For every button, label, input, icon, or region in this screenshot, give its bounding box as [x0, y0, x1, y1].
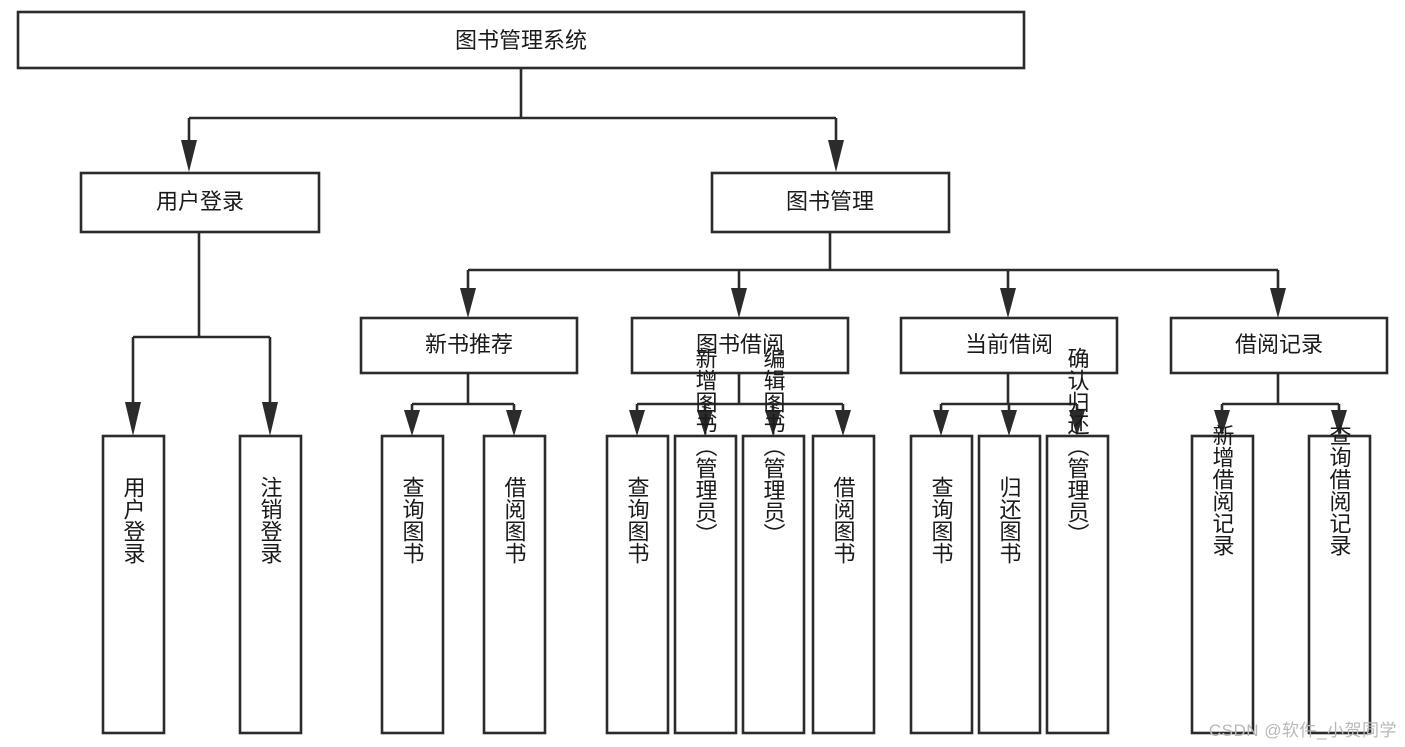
new-book-recommend-label: 新书推荐	[425, 332, 513, 357]
node-leaf-query-record[interactable]: 查询借阅记录	[1307, 424, 1372, 735]
leaf-borrow-book-1-box[interactable]	[482, 434, 547, 735]
book-manage-box[interactable]	[710, 171, 951, 234]
leaf-add-record-label: 新增借阅记录	[1210, 424, 1235, 556]
arrow-to-leaf-query-record	[1331, 410, 1347, 436]
node-book-borrow[interactable]: 图书借阅	[630, 316, 850, 375]
node-leaf-return-book[interactable]: 归还图书	[977, 434, 1042, 735]
leaf-query-record-label: 查询借阅记录	[1327, 424, 1352, 556]
borrow-record-label: 借阅记录	[1235, 332, 1323, 357]
node-new-book-recommend[interactable]: 新书推荐	[359, 316, 579, 375]
node-leaf-add-record[interactable]: 新增借阅记录	[1190, 424, 1255, 735]
leaf-logout-login-label: 注销登录	[258, 476, 283, 564]
arrow-to-leaf-add-book	[697, 410, 713, 436]
arrow-to-leaf-confirm-return	[1069, 410, 1085, 436]
node-leaf-borrow-book-1[interactable]: 借阅图书	[482, 434, 547, 735]
node-current-borrow[interactable]: 当前借阅	[899, 316, 1119, 375]
node-leaf-confirm-return[interactable]: 确认归还（管理员）	[1045, 347, 1110, 735]
arrow-to-leaf-query-book-1	[404, 410, 420, 436]
arrow-to-leaf-return-book	[1001, 410, 1017, 436]
node-leaf-borrow-book-2[interactable]: 借阅图书	[811, 434, 876, 735]
leaf-add-book-box[interactable]	[673, 434, 738, 735]
borrow-record-box[interactable]	[1169, 316, 1389, 375]
node-leaf-query-book-2[interactable]: 查询图书	[605, 434, 670, 735]
node-leaf-add-book[interactable]: 新增图书（管理员）	[673, 347, 738, 735]
arrow-to-book-manage	[828, 140, 844, 172]
user-login-box[interactable]	[79, 171, 321, 234]
leaf-query-book-2-box[interactable]	[605, 434, 670, 735]
arrow-to-borrow-record	[1270, 288, 1286, 318]
leaf-add-book-label: 新增图书（管理员）	[693, 347, 718, 545]
leaf-return-book-box[interactable]	[977, 434, 1042, 735]
book-manage-label: 图书管理	[786, 189, 874, 214]
leaf-query-record-box[interactable]	[1307, 434, 1372, 735]
current-borrow-label: 当前借阅	[965, 332, 1053, 357]
arrow-to-leaf-user-login	[125, 402, 141, 436]
leaf-borrow-book-2-box[interactable]	[811, 434, 876, 735]
edge-layer	[125, 68, 1347, 436]
leaf-query-book-1-box[interactable]	[380, 434, 445, 735]
leaf-edit-book-box[interactable]	[741, 434, 806, 735]
arrow-to-new-book-recommend	[460, 288, 476, 318]
leaf-query-book-3-label: 查询图书	[929, 476, 954, 564]
user-login-label: 用户登录	[156, 189, 244, 214]
node-root[interactable]: 图书管理系统	[16, 10, 1026, 70]
arrow-to-leaf-logout-login	[262, 402, 278, 436]
node-borrow-record[interactable]: 借阅记录	[1169, 316, 1389, 375]
leaf-add-record-box[interactable]	[1190, 434, 1255, 735]
node-user-login[interactable]: 用户登录	[79, 171, 321, 234]
current-borrow-box[interactable]	[899, 316, 1119, 375]
arrow-to-user-login	[181, 140, 197, 172]
leaf-return-book-label: 归还图书	[997, 476, 1022, 564]
leaf-query-book-3-box[interactable]	[909, 434, 974, 735]
leaf-user-login-label: 用户登录	[121, 476, 146, 564]
node-leaf-user-login[interactable]: 用户登录	[101, 434, 166, 735]
leaf-logout-login-box[interactable]	[238, 434, 303, 735]
node-leaf-query-book-3[interactable]: 查询图书	[909, 434, 974, 735]
arrow-to-leaf-borrow-book-2	[835, 410, 851, 436]
node-leaf-query-book-1[interactable]: 查询图书	[380, 434, 445, 735]
leaf-confirm-return-label: 确认归还（管理员）	[1065, 347, 1090, 545]
root-box[interactable]	[16, 10, 1026, 70]
book-borrow-box[interactable]	[630, 316, 850, 375]
arrow-to-book-borrow	[731, 288, 747, 318]
root-label: 图书管理系统	[455, 28, 587, 53]
leaf-query-book-1-label: 查询图书	[400, 476, 425, 564]
arrow-to-leaf-query-book-3	[933, 410, 949, 436]
arrow-to-current-borrow	[1000, 288, 1016, 318]
leaf-borrow-book-2-label: 借阅图书	[831, 476, 856, 564]
arrow-to-leaf-edit-book	[765, 410, 781, 436]
leaf-confirm-return-box[interactable]	[1045, 434, 1110, 735]
leaf-user-login-box[interactable]	[101, 434, 166, 735]
leaf-query-book-2-label: 查询图书	[625, 476, 650, 564]
arrow-to-leaf-borrow-book-1	[506, 410, 522, 436]
arrow-to-leaf-add-record	[1214, 410, 1230, 436]
node-book-manage[interactable]: 图书管理	[710, 171, 951, 234]
book-borrow-label: 图书借阅	[696, 332, 784, 357]
arrow-to-leaf-query-book-2	[629, 410, 645, 436]
leaf-edit-book-label: 编辑图书（管理员）	[761, 347, 786, 545]
leaf-borrow-book-1-label: 借阅图书	[502, 476, 527, 564]
new-book-recommend-box[interactable]	[359, 316, 579, 375]
csdn-watermark: CSDN @软件_小贺同学	[1208, 721, 1397, 740]
node-leaf-edit-book[interactable]: 编辑图书（管理员）	[741, 347, 806, 735]
node-leaf-logout-login[interactable]: 注销登录	[238, 434, 303, 735]
